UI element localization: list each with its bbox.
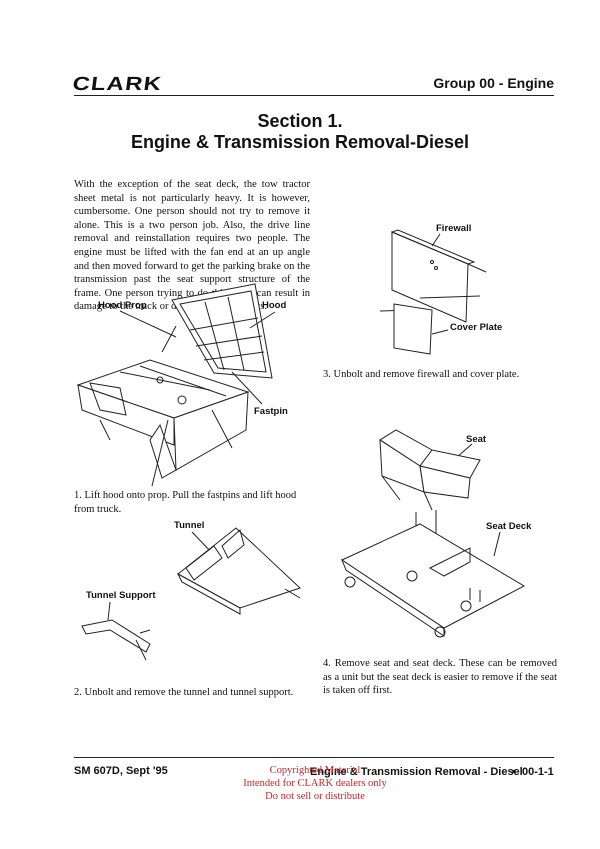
section-number: Section 1. [257, 111, 343, 131]
intro-paragraph: With the exception of the seat deck, the… [74, 179, 310, 313]
footer-bullet: • [512, 766, 516, 778]
watermark-line-3: Do not sell or distribute [265, 791, 365, 802]
label-seat-deck: Seat Deck [486, 521, 532, 532]
step-2: 2. Unbolt and remove the tunnel and tunn… [74, 687, 294, 698]
footer-page-number: 00-1-1 [522, 766, 554, 778]
label-fastpin: Fastpin [254, 406, 288, 417]
footer-section-title: Engine & Transmission Removal - Diesel [310, 766, 523, 778]
label-hood-prop: Hood Prop [98, 300, 147, 311]
step-3: 3. Unbolt and remove firewall and cover … [323, 369, 520, 380]
footer-manual: SM 607D, Sept '95 [74, 765, 168, 777]
step-4: 4. Remove seat and seat deck. These can … [323, 658, 557, 697]
step-1: 1. Lift hood onto prop. Pull the fastpin… [74, 490, 297, 515]
header-rule [74, 95, 554, 96]
group-title: Group 00 - Engine [433, 75, 554, 91]
section-title: Engine & Transmission Removal-Diesel [130, 132, 470, 152]
label-firewall: Firewall [436, 223, 472, 234]
footer-rule [74, 757, 554, 758]
label-tunnel-support: Tunnel Support [86, 590, 156, 601]
label-cover-plate: Cover Plate [450, 322, 503, 333]
label-seat: Seat [466, 434, 487, 445]
watermark-line-2: Intended for CLARK dealers only [243, 778, 387, 789]
watermark-line-1: Copyrighted Material [269, 765, 361, 776]
label-hood: Hood [262, 300, 287, 311]
label-tunnel: Tunnel [174, 520, 205, 531]
